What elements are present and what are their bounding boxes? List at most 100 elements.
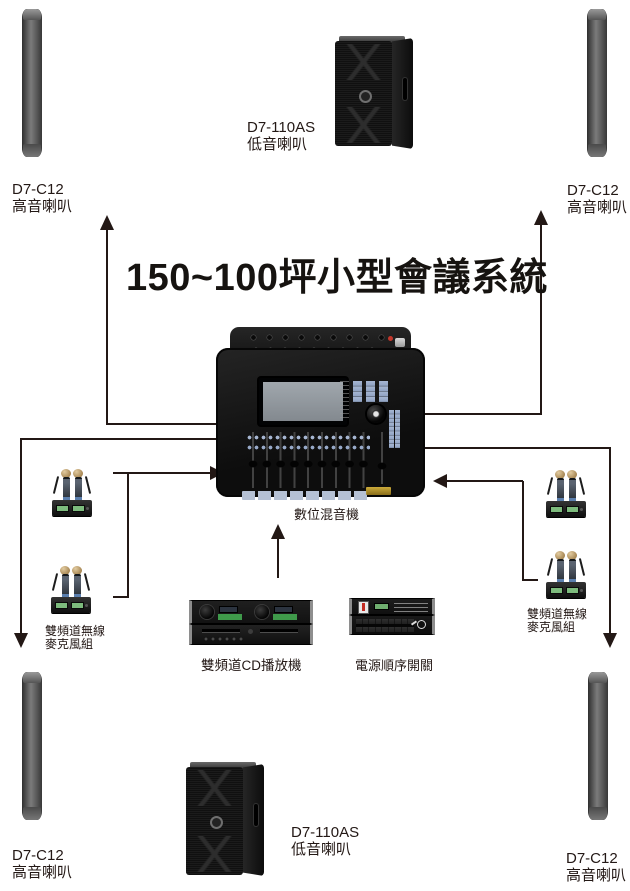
grille-x-pattern xyxy=(188,770,241,806)
arrowhead-up-cd xyxy=(271,524,285,539)
label-cd-player: 雙頻道CD播放機 xyxy=(201,659,302,673)
jog-wheel-icon xyxy=(255,605,269,619)
mixer-screen-display xyxy=(263,382,343,421)
subwoofer-bottom-image xyxy=(186,762,264,878)
receiver-display xyxy=(56,505,69,512)
power-sequencer-name: 電源順序開關 xyxy=(355,658,434,673)
speaker-side-face xyxy=(392,38,413,149)
grille-x-pattern xyxy=(188,836,241,872)
line-right-mic-branch xyxy=(522,481,538,581)
speaker-model: D7-C12 xyxy=(12,181,64,198)
mixer-top-surface xyxy=(216,348,425,500)
antenna-icon xyxy=(84,476,92,494)
speaker-model: D7-110AS xyxy=(247,119,316,136)
mic-receiver xyxy=(546,582,586,598)
label-subwoofer-bottom: D7-110AS 低音喇叭 xyxy=(291,824,359,858)
handheld-mic-icon xyxy=(60,566,70,601)
sequencer-display xyxy=(374,603,389,610)
mixer-scribble-strips xyxy=(242,491,370,500)
arrow-line-to-bottom-right-speaker xyxy=(412,447,611,636)
mixer-name: 數位混音機 xyxy=(294,507,360,522)
digital-mixer-image xyxy=(216,327,425,500)
line-left-mic-branch xyxy=(113,473,129,598)
speaker-type: 高音喇叭 xyxy=(566,867,627,884)
antenna-icon xyxy=(51,573,59,591)
mic-receiver xyxy=(546,501,586,517)
mixer-screen xyxy=(259,378,347,425)
label-mixer: 數位混音機 xyxy=(294,508,359,522)
arrowhead-up-left xyxy=(100,215,114,230)
mixer-master-buttons xyxy=(389,410,400,448)
grille-x-pattern xyxy=(337,44,390,80)
receiver-display xyxy=(71,602,84,609)
mixer-brand-logo xyxy=(366,487,391,495)
breaker-switch xyxy=(358,601,369,614)
arrowhead-down-left xyxy=(14,633,28,648)
page-title: 150~100坪小型會議系統 xyxy=(126,257,548,299)
speaker-handle xyxy=(403,78,407,100)
rocker-switch-grid xyxy=(356,619,414,632)
receiver-display xyxy=(550,506,563,513)
speaker-badge-icon xyxy=(210,816,223,829)
receiver-display xyxy=(566,506,579,513)
antenna-icon xyxy=(578,558,586,576)
cd-player-name: 雙頻道CD播放機 xyxy=(201,658,302,673)
arrowhead-left-into-mixer xyxy=(433,474,447,488)
disc-slot xyxy=(260,629,298,633)
mic-group-name-line2: 麥克風組 xyxy=(45,637,94,651)
arrow-line-to-top-left-speaker xyxy=(106,226,232,425)
mixer-fader-bank xyxy=(246,432,370,488)
mixer-soft-buttons xyxy=(353,381,388,402)
sequencer-top-unit xyxy=(349,598,435,615)
column-speaker-bottom-left-image xyxy=(22,672,42,820)
cd-display xyxy=(219,606,238,613)
speaker-handle xyxy=(254,804,258,826)
mixer-usb-port xyxy=(395,338,405,347)
mixer-xlr-row xyxy=(248,332,390,343)
receiver-display xyxy=(550,587,563,594)
speaker-type: 高音喇叭 xyxy=(12,198,73,215)
handheld-mic-icon xyxy=(555,551,565,586)
subwoofer-top-image xyxy=(335,36,413,151)
mixer-panel-markings xyxy=(340,380,349,418)
handheld-mic-icon xyxy=(555,470,565,505)
speaker-type: 低音喇叭 xyxy=(247,136,308,153)
receiver-knob xyxy=(580,589,583,592)
antenna-icon xyxy=(546,477,554,495)
receiver-knob xyxy=(86,507,89,510)
cd-buttons xyxy=(218,614,242,620)
speaker-top-face xyxy=(190,762,256,770)
label-speaker-bottom-right: D7-C12 高音喇叭 xyxy=(566,850,626,884)
arrow-line-to-bottom-left-speaker xyxy=(20,438,230,636)
cd-player-top-unit xyxy=(189,600,313,624)
cd-buttons xyxy=(273,614,297,620)
antenna-icon xyxy=(83,573,91,591)
sequencer-markings xyxy=(394,602,428,612)
arrowhead-up-right xyxy=(534,210,548,225)
receiver-display xyxy=(566,587,579,594)
label-speaker-top-right: D7-C12 高音喇叭 xyxy=(567,182,627,216)
handheld-mic-icon xyxy=(61,469,71,504)
mic-group-name-line1: 雙頻道無線 xyxy=(45,624,106,638)
mic-group-name-line1: 雙頻道無線 xyxy=(527,607,588,621)
label-speaker-bottom-left: D7-C12 高音喇叭 xyxy=(12,847,72,881)
antenna-icon xyxy=(578,477,586,495)
speaker-type: 低音喇叭 xyxy=(291,841,352,858)
column-speaker-top-left-image xyxy=(22,9,42,157)
label-power-sequencer: 電源順序開關 xyxy=(355,659,433,673)
label-subwoofer-top: D7-110AS 低音喇叭 xyxy=(247,119,315,153)
antenna-icon xyxy=(52,476,60,494)
wireless-mic-set-left-2-image xyxy=(51,566,91,613)
mixer-master-fader xyxy=(375,432,389,484)
speaker-model: D7-C12 xyxy=(12,847,64,864)
cd-display xyxy=(274,606,293,613)
grille-x-pattern xyxy=(337,107,390,143)
handheld-mic-icon xyxy=(567,551,577,586)
speaker-grille xyxy=(186,767,243,875)
cd-player-image xyxy=(189,600,313,646)
label-mic-group-right: 雙頻道無線 麥克風組 xyxy=(527,608,587,634)
handheld-mic-icon xyxy=(72,566,82,601)
receiver-knob xyxy=(580,508,583,511)
speaker-type: 高音喇叭 xyxy=(12,864,73,881)
